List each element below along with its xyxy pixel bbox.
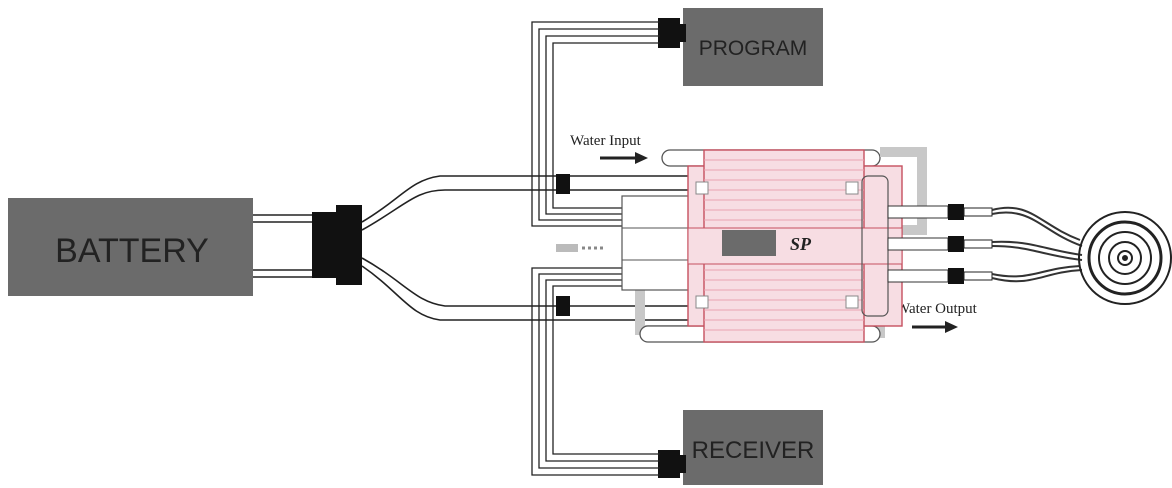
receiver-block: RECEIVER	[683, 410, 823, 485]
power-clip-bottom	[556, 296, 570, 316]
receiver-wires	[531, 267, 660, 476]
esc-label-plate	[722, 230, 776, 256]
water-output-label: Water Output	[896, 301, 978, 317]
power-cables	[361, 175, 690, 321]
program-wires	[531, 21, 690, 227]
receiver-connector	[658, 450, 686, 478]
water-input-label: Water Input	[570, 133, 642, 149]
program-box	[683, 8, 823, 86]
program-block: PROGRAM	[683, 8, 823, 86]
battery-block: BATTERY	[8, 198, 253, 296]
power-clip-top	[556, 174, 570, 194]
motor-leads	[887, 204, 993, 284]
receiver-label: RECEIVER	[692, 437, 815, 464]
water-input-arrow	[600, 152, 648, 164]
battery-leads	[253, 214, 318, 278]
program-connector	[658, 18, 686, 48]
program-label: PROGRAM	[699, 37, 808, 60]
battery-label: BATTERY	[55, 232, 209, 270]
battery-box	[8, 198, 253, 296]
motor	[1078, 211, 1172, 305]
battery-connector	[312, 205, 362, 285]
esc-logo: SP	[790, 234, 812, 254]
signal-lead	[556, 244, 604, 252]
motor-wires	[991, 206, 1083, 283]
esc-body: SP	[621, 149, 903, 343]
receiver-box	[683, 410, 823, 485]
water-output-arrow	[912, 321, 958, 333]
